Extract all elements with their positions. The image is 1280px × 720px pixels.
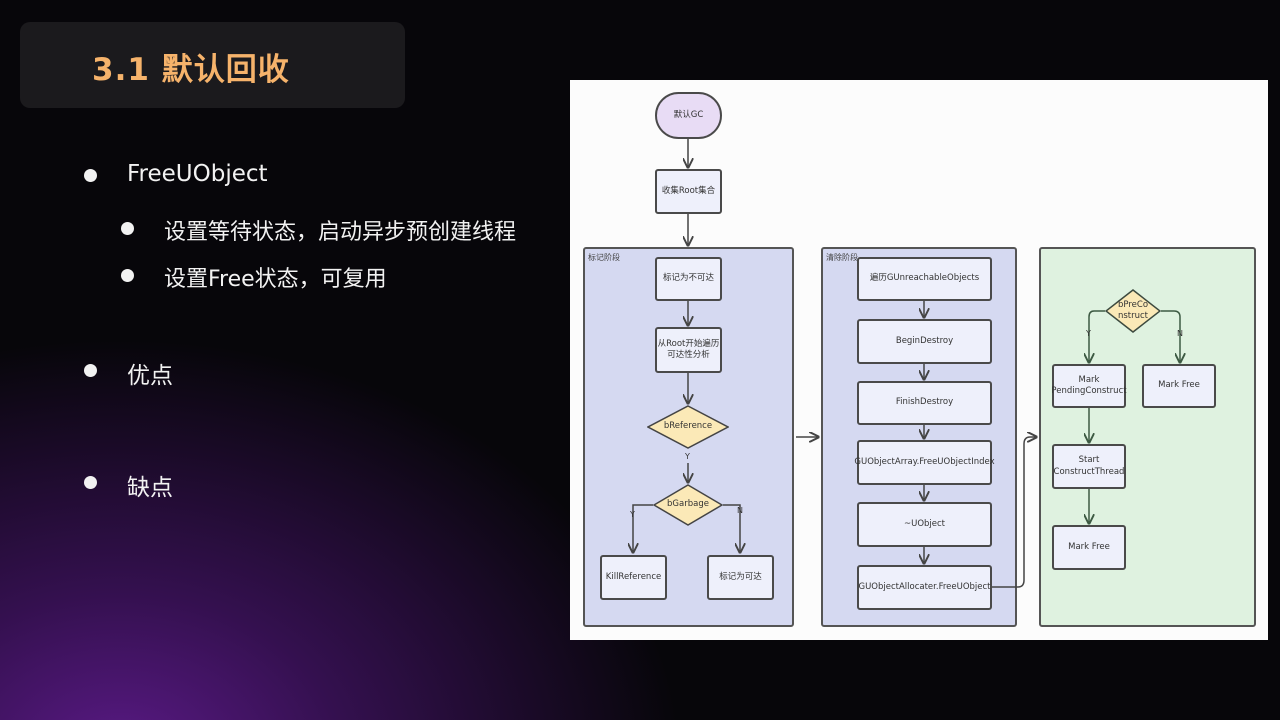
- bullet-dot: [84, 476, 97, 489]
- sweep-step: GUObjectArray.FreeUObjectIndex: [854, 440, 995, 485]
- sweep-step: ~UObject: [857, 502, 992, 547]
- kill-reference-node: KillReference: [600, 555, 667, 600]
- traverse-node: 从Root开始遍历 可达性分析: [655, 327, 722, 373]
- decision-label: bPreCo nstruct: [1117, 299, 1149, 321]
- decision-bgarbage: bGarbage: [653, 484, 723, 526]
- bullet-dot: [84, 364, 97, 377]
- group-label: 清除阶段: [826, 253, 858, 262]
- bullet-dot: [84, 169, 97, 182]
- title-box: [20, 22, 405, 108]
- decision-breference: bReference: [647, 405, 729, 449]
- no-label: N: [737, 506, 743, 515]
- sweep-step: BeginDestroy: [857, 319, 992, 364]
- mark-free-node: Mark Free: [1142, 364, 1216, 408]
- yes-label: Y: [685, 452, 690, 461]
- no-label: N: [1177, 329, 1183, 338]
- bullet-pros: 优点: [127, 363, 173, 389]
- group-label: 标记阶段: [588, 253, 620, 262]
- decision-label: bReference: [663, 421, 713, 432]
- start-node: 默认GC: [655, 92, 722, 139]
- mark-free-node: Mark Free: [1052, 525, 1126, 570]
- collect-root-node: 收集Root集合: [655, 169, 722, 214]
- sub-bullet: 设置Free状态，可复用: [164, 267, 387, 292]
- sweep-step: 遍历GUnreachableObjects: [857, 257, 992, 301]
- decision-label: bGarbage: [667, 499, 709, 510]
- bullet-dot: [121, 269, 134, 282]
- bullet-cons: 缺点: [127, 475, 173, 501]
- sweep-step: FinishDestroy: [857, 381, 992, 425]
- sub-bullet: 设置等待状态，启动异步预创建线程: [164, 220, 517, 245]
- slide-title: 3.1 默认回收: [92, 52, 290, 88]
- mark-pending-construct-node: Mark PendingConstruct: [1051, 364, 1127, 408]
- mark-unreachable-node: 标记为不可达: [655, 257, 722, 301]
- sweep-step: GUObjectAllocater.FreeUObject: [857, 565, 992, 610]
- start-construct-thread-node: Start ConstructThread: [1052, 444, 1126, 489]
- decision-bpreconstruct: bPreCo nstruct: [1105, 289, 1161, 333]
- bullet-dot: [121, 222, 134, 235]
- yes-label: Y: [1086, 329, 1091, 338]
- mark-reachable-node: 标记为可达: [707, 555, 774, 600]
- yes-label: Y: [630, 510, 635, 519]
- bullet-freeuobject: FreeUObject: [127, 161, 268, 187]
